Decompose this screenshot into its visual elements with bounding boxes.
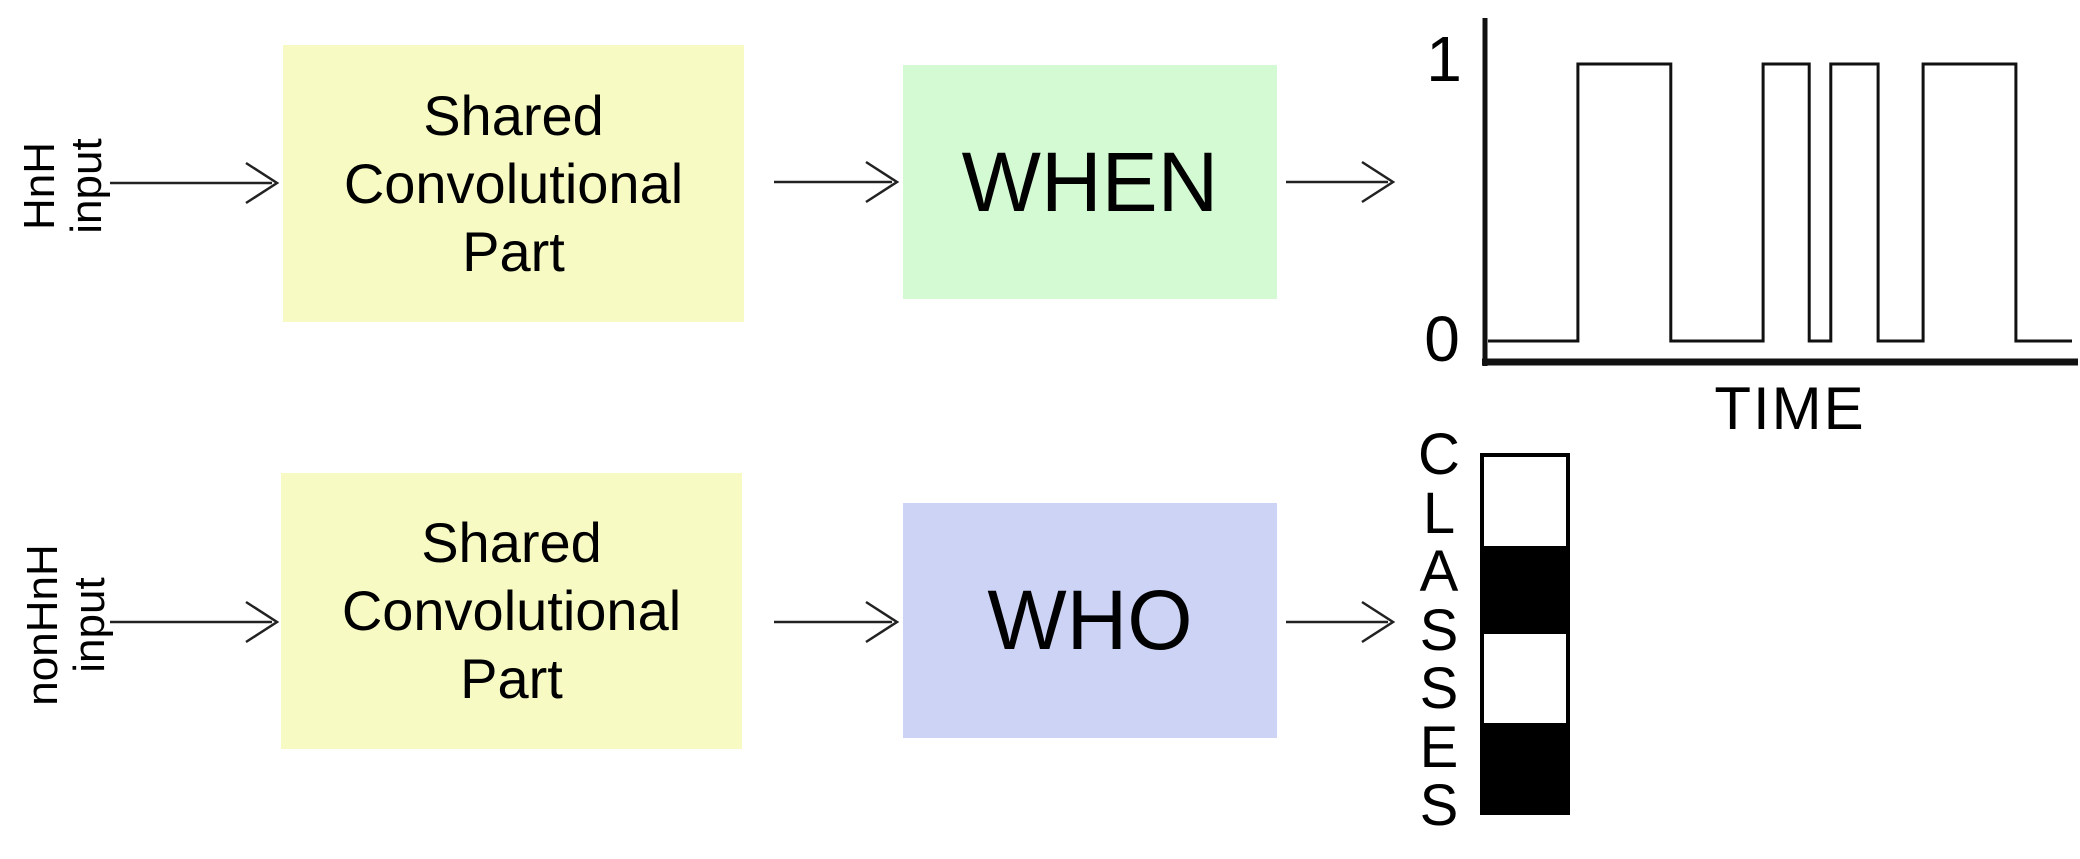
hnh-input-arrow-icon [110,161,280,205]
nonhnh-input-arrow-icon [110,600,280,644]
class-axis-letter: E [1419,714,1459,780]
conv-to-when-arrow-icon [774,160,900,204]
time-axis-label: TIME [1714,375,1866,442]
time-plot-tick-1: 1 [1426,23,1462,95]
conv-to-who-arrow-icon [774,600,900,644]
class-cell-black [1484,545,1566,634]
who-box-label: WHO [987,573,1193,667]
when-box: WHEN [903,65,1277,299]
class-axis-letter: S [1419,656,1459,721]
shared-conv-box-bottom-label: Shared Convolutional Part [341,511,682,710]
who-box: WHO [903,503,1277,738]
who-output-arrow-icon [1286,600,1396,644]
shared-conv-box-top-label: Shared Convolutional Part [343,83,684,283]
hnh-input-label: HnH input [15,138,111,234]
class-axis-letter: A [1419,539,1459,604]
nonhnh-input-label: nonHnH input [18,544,114,706]
class-axis-letter: S [1419,773,1459,838]
shared-conv-box-top: Shared Convolutional Part [283,45,744,322]
class-axis-letter: S [1419,597,1459,663]
when-box-label: WHEN [961,134,1219,229]
time-plot [1482,18,2078,366]
class-axis-letter: L [1422,480,1456,546]
class-cell-white [1484,457,1566,546]
class-axis-letter: C [1418,422,1460,487]
class-cell-black [1484,722,1566,811]
time-plot-tick-0: 0 [1424,303,1460,375]
class-cell-white [1484,634,1566,723]
when-waveform [1488,62,2072,343]
when-output-arrow-icon [1286,160,1396,204]
class-cells-strip [1480,453,1570,815]
shared-conv-box-bottom: Shared Convolutional Part [281,473,742,749]
